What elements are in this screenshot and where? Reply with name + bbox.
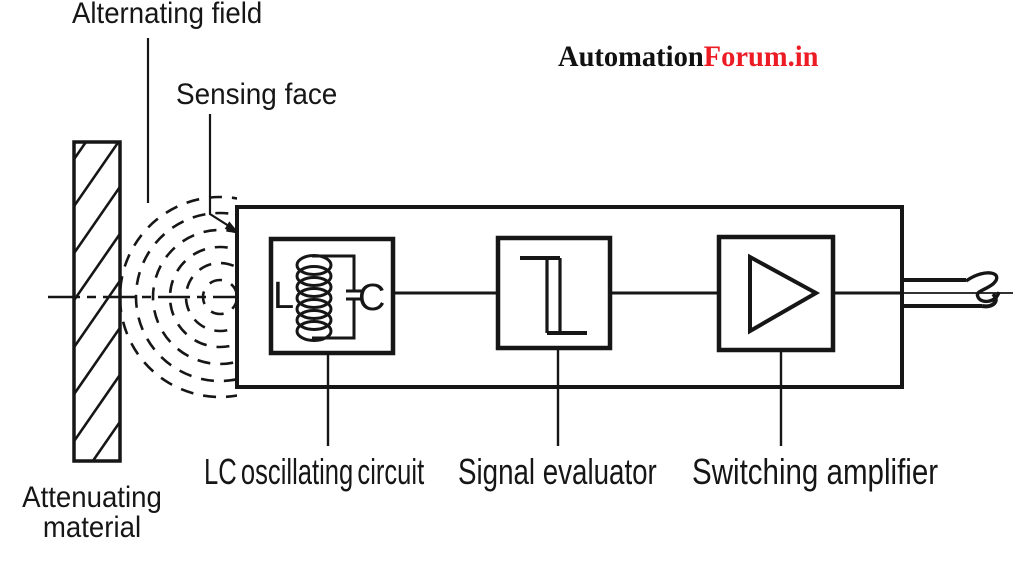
switching-amplifier-box <box>716 234 836 353</box>
alternating-field-arcs <box>118 195 237 399</box>
output-cable <box>902 271 1001 309</box>
capacitor-letter: C <box>358 277 386 319</box>
attenuating-material-bar <box>72 140 122 463</box>
inductor-letter: L <box>273 275 295 317</box>
sensing-face-pointer <box>208 114 238 232</box>
signal-evaluator-box <box>495 235 613 351</box>
watermark-logo: AutomationForum.in <box>558 42 818 72</box>
alternating-field-label: Alternating field <box>72 0 263 30</box>
attenuating-material-line2: material <box>42 511 142 544</box>
step-function-icon <box>520 256 587 335</box>
lc-circuit-box <box>268 236 396 356</box>
logo-text-black: Automation <box>558 40 704 73</box>
cable-break-icon <box>965 271 1001 304</box>
cable-break-curl <box>981 292 998 309</box>
amplifier-triangle-icon <box>748 253 821 335</box>
inductor-coil-icon <box>295 254 333 342</box>
attenuating-material-label: Attenuating material <box>9 483 175 543</box>
logo-text-red: Forum.in <box>703 40 819 73</box>
signal-evaluator-label: Signal evaluator <box>458 451 657 492</box>
lc-oscillating-circuit-label: LC oscillating circuit <box>204 451 425 492</box>
capacitor-icon <box>346 289 362 301</box>
attenuating-material-line1: Attenuating <box>22 481 162 514</box>
arrowhead-icon <box>224 221 238 232</box>
hatch-pattern <box>74 142 120 461</box>
switching-amplifier-label: Switching amplifier <box>692 451 939 492</box>
sensing-face-label: Sensing face <box>176 78 338 111</box>
